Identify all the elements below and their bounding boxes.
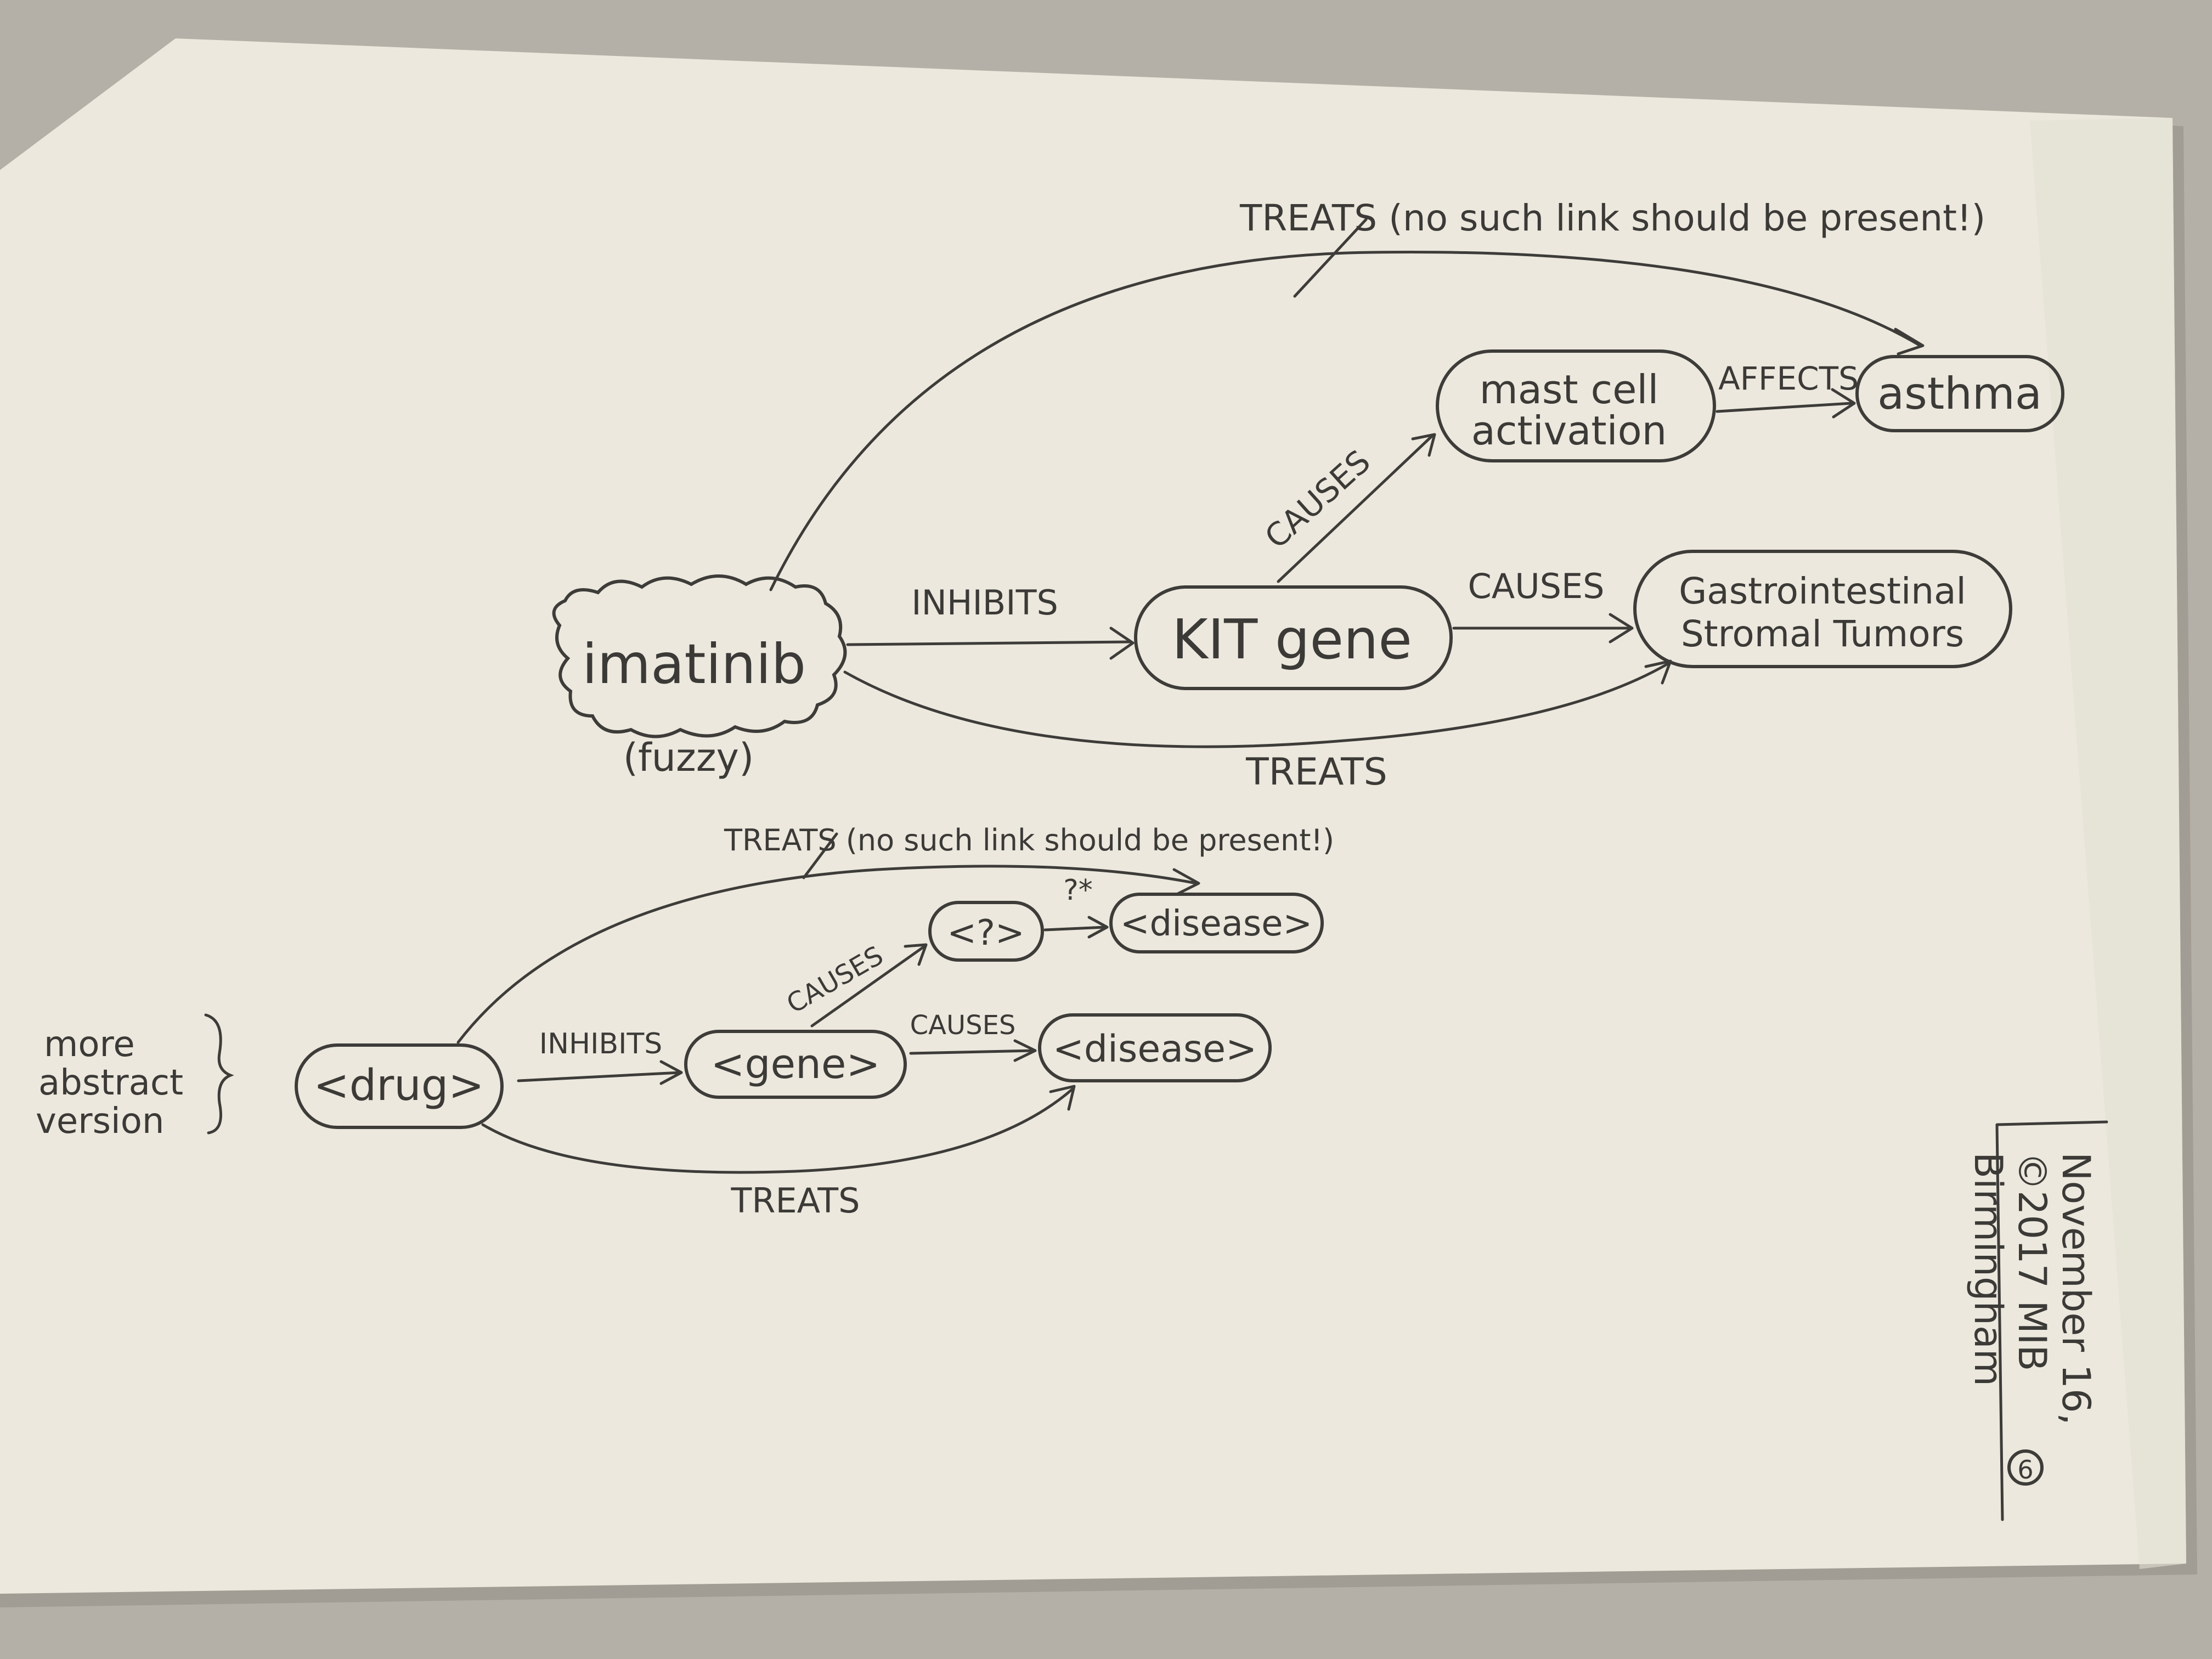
- node-mast-cell-label-line2: activation: [1471, 408, 1667, 454]
- node-asthma-label: asthma: [1877, 368, 2042, 419]
- edge-inhibits-top-label: INHIBITS: [911, 583, 1058, 623]
- edge-treats-asthma-false: [769, 250, 1922, 591]
- signature-line1: November 16,: [2053, 1152, 2098, 1425]
- fuzzy-note: (fuzzy): [623, 735, 754, 780]
- node-asthma: [1855, 355, 2064, 432]
- edge-unknown-to-disease: [1043, 926, 1107, 932]
- node-imatinib-label: imatinib: [582, 632, 806, 696]
- page-number: 6: [2017, 1455, 2033, 1485]
- node-kit-gene: [1134, 585, 1453, 690]
- arrowhead-unknown-to-disease: [1087, 916, 1109, 939]
- arrowhead-affects: [1831, 388, 1856, 419]
- node-kit-gene-label: KIT gene: [1172, 607, 1412, 672]
- node-gist-label-line1: Gastrointestinal: [1679, 570, 1966, 612]
- signature-line3: Birmingham: [1966, 1152, 2011, 1386]
- node-unknown: [928, 901, 1044, 962]
- edge-inhibits-bottom: [517, 1071, 682, 1082]
- arrowhead-causes-gist: [1609, 613, 1634, 644]
- arrowhead-treats-gist: [1644, 659, 1672, 685]
- edge-causes-mast: [1277, 435, 1434, 583]
- arrowhead-inhibits-top: [1109, 627, 1135, 660]
- node-mast-cell-label-line1: mast cell: [1480, 366, 1659, 413]
- paper-sheet: [0, 38, 2186, 1594]
- signature-line2: ©2017 MIB: [2010, 1152, 2055, 1371]
- node-disease-lower-label: <disease>: [1053, 1028, 1257, 1071]
- signature-block: November 16, ©2017 MIB Birmingham: [1966, 1152, 2098, 1425]
- arrowhead-treats-false-bottom: [1172, 868, 1200, 896]
- arrowhead-treats-disease: [1049, 1085, 1076, 1111]
- node-gist: [1633, 550, 2012, 668]
- page-number-circle: [2007, 1449, 2044, 1486]
- edge-treats-disease-label: TREATS: [731, 1181, 860, 1221]
- edge-affects: [1716, 402, 1853, 413]
- signature-box: [1995, 1120, 2108, 1521]
- edge-treats-false-bottom-label: TREATS (no such link should be present!): [724, 823, 1334, 857]
- node-imatinib-fuzzy-outline: [552, 574, 847, 738]
- node-disease-upper: [1109, 893, 1324, 953]
- edge-treats-false-bottom: [456, 865, 1198, 1044]
- abstract-note-line1: more: [44, 1024, 135, 1065]
- edge-treats-false-bottom-tick: [802, 832, 838, 879]
- edge-inhibits-bottom-label: INHIBITS: [539, 1028, 662, 1060]
- edge-affects-label: AFFECTS: [1718, 360, 1859, 397]
- arrowhead-causes-disease: [1013, 1039, 1037, 1062]
- node-gene: [684, 1030, 907, 1099]
- edge-inhibits-top: [846, 640, 1132, 646]
- edge-causes-disease-label: CAUSES: [910, 1010, 1016, 1041]
- arrowhead-causes-mast: [1411, 433, 1436, 457]
- node-drug-label: <drug>: [313, 1061, 484, 1110]
- node-drug: [295, 1043, 504, 1129]
- node-disease-upper-label: <disease>: [1120, 904, 1312, 944]
- node-unknown-label: <?>: [947, 913, 1024, 953]
- abstract-note-brace: [204, 1013, 234, 1135]
- arrowhead-treats-asthma-false: [1894, 328, 1925, 356]
- edge-treats-asthma-tick: [1293, 218, 1368, 298]
- arrowhead-inhibits-bottom: [659, 1060, 683, 1085]
- edge-causes-gist-label: CAUSES: [1468, 566, 1605, 606]
- abstract-note-line3: version: [36, 1101, 164, 1142]
- edge-treats-disease: [481, 1087, 1074, 1174]
- node-disease-lower: [1038, 1013, 1272, 1082]
- arrowhead-causes-unknown: [904, 943, 928, 966]
- paper-edge-shade: [2030, 118, 2186, 1569]
- edge-causes-unknown: [810, 945, 926, 1028]
- edge-unknown-to-disease-label: ?*: [1063, 874, 1093, 907]
- abstract-note-line2: abstract: [38, 1063, 183, 1103]
- node-mast-cell-activation: [1436, 349, 1716, 462]
- edge-treats-gist: [843, 662, 1669, 748]
- node-gene-label: <gene>: [711, 1041, 881, 1088]
- edge-causes-disease: [909, 1049, 1036, 1055]
- edge-treats-gist-label: TREATS: [1245, 751, 1387, 794]
- node-gist-label-line2: Stromal Tumors: [1681, 613, 1964, 655]
- edge-treats-asthma-label: TREATS (no such link should be present!): [1239, 197, 1985, 239]
